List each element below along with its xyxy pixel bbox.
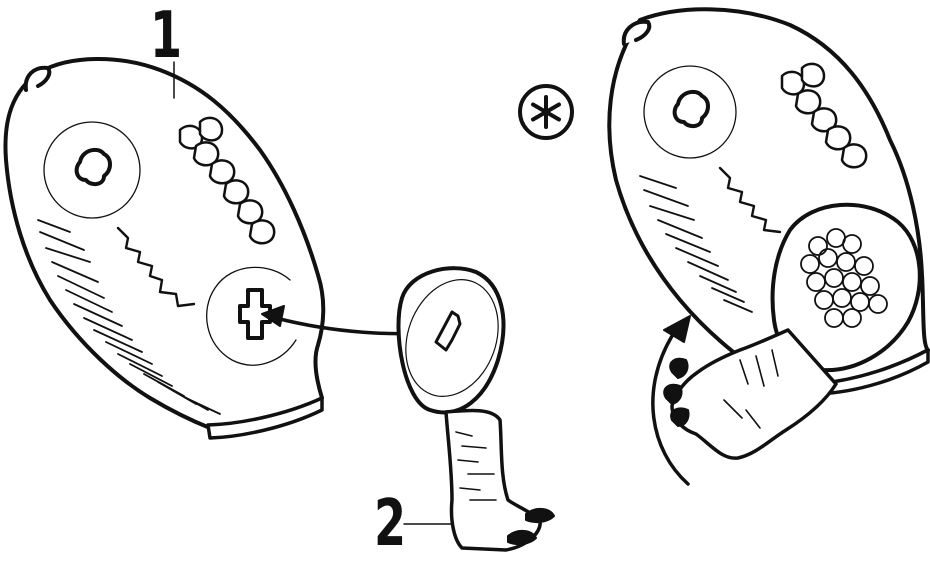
part-1-upper-socket-hole [77, 150, 110, 184]
part-2-leg [446, 410, 540, 550]
assembled-figure [609, 9, 928, 484]
part-1-outline [5, 59, 323, 428]
assembled-socket-hole [675, 92, 708, 126]
assembled-claw-b [664, 385, 681, 404]
part-2-claw-a [526, 509, 554, 522]
part-1-body [5, 59, 323, 438]
part-1-label: 1 [150, 4, 181, 68]
assembled-claw-c [671, 408, 688, 426]
part-2-limb [390, 267, 554, 550]
rotation-arrowhead [664, 316, 690, 342]
part-2-claw-b [508, 531, 536, 544]
asterisk-circle-icon [520, 86, 572, 138]
part-2-label: 2 [374, 492, 405, 556]
assembled-claw-a [670, 359, 687, 378]
